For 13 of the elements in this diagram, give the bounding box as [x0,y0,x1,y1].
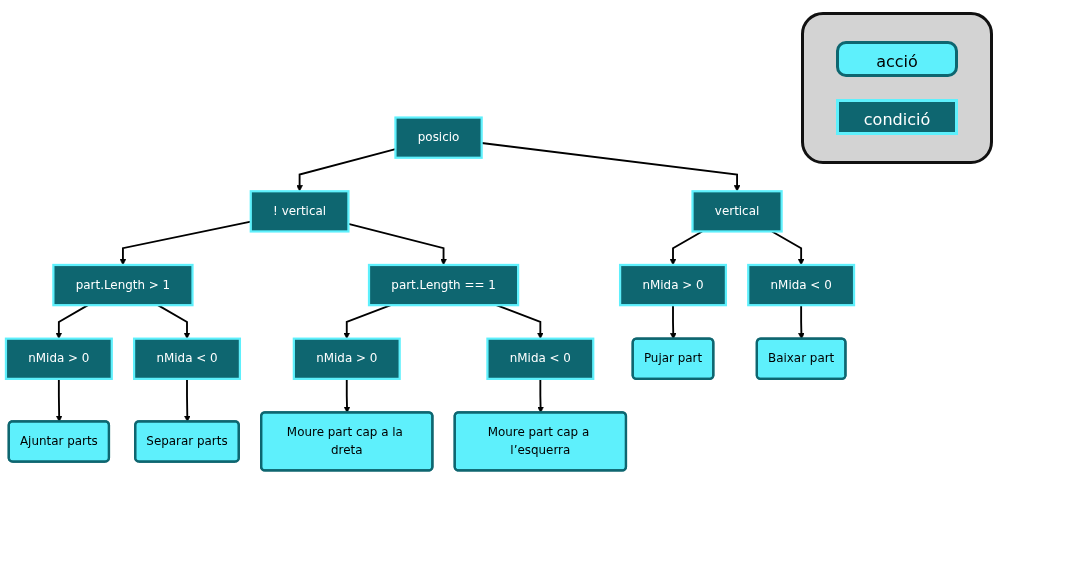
node-box: nMida > 0 [292,337,401,380]
legend-item: condició [836,99,958,135]
node-box: vertical [691,190,783,233]
node-box: part.Length == 1 [367,263,520,307]
node-box: nMida > 0 [619,263,727,307]
node-box: nMida < 0 [133,337,241,380]
node-box: nMida > 0 [4,337,113,380]
node-box: posicio [394,116,483,159]
node-box: nMida < 0 [747,263,856,307]
node-box: ! vertical [249,190,350,233]
node-box: nMida < 0 [486,337,595,380]
legend-item: acció [836,41,958,77]
node-box: part.Length > 1 [52,263,194,307]
